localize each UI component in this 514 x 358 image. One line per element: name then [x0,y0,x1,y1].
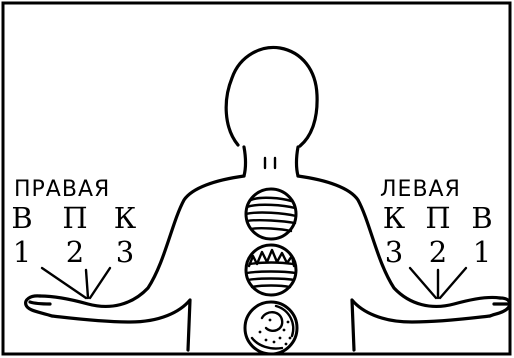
left-side-title: ЛЕВАЯ [380,177,461,202]
figure-hand-right [490,298,510,316]
right-letter-2: П [62,201,87,235]
figure-hand-left [26,296,52,316]
right-pointer-lines [42,268,110,298]
left-letter-3: В [471,201,492,235]
left-letter-1: К [383,201,406,235]
right-number-1: 1 [13,235,31,269]
figure-arm-left-inner [52,300,190,350]
collarbone-mark [265,158,275,168]
figure-neck-right [297,147,299,176]
right-side-labels: ПРАВАЯ В П К 1 2 3 [11,177,136,298]
right-number-2: 2 [66,235,84,269]
right-side-title: ПРАВАЯ [14,177,110,202]
left-number-2: 2 [429,235,447,269]
left-number-3: 1 [473,235,491,269]
right-letter-1: В [11,201,32,235]
left-letter-2: П [425,201,450,235]
left-number-1: 3 [385,235,403,269]
figure-arm-right-inner [352,300,490,350]
chakra-top [246,189,296,239]
right-number-3: 3 [116,235,134,269]
left-pointer-lines [410,268,466,298]
right-letter-3: К [114,201,137,235]
chakra-bottom [245,302,297,354]
figure-head [226,47,317,146]
figure-neck-left [244,147,246,176]
chakra-middle [246,245,296,295]
left-side-labels: ЛЕВАЯ К П В 3 2 1 [380,177,493,298]
